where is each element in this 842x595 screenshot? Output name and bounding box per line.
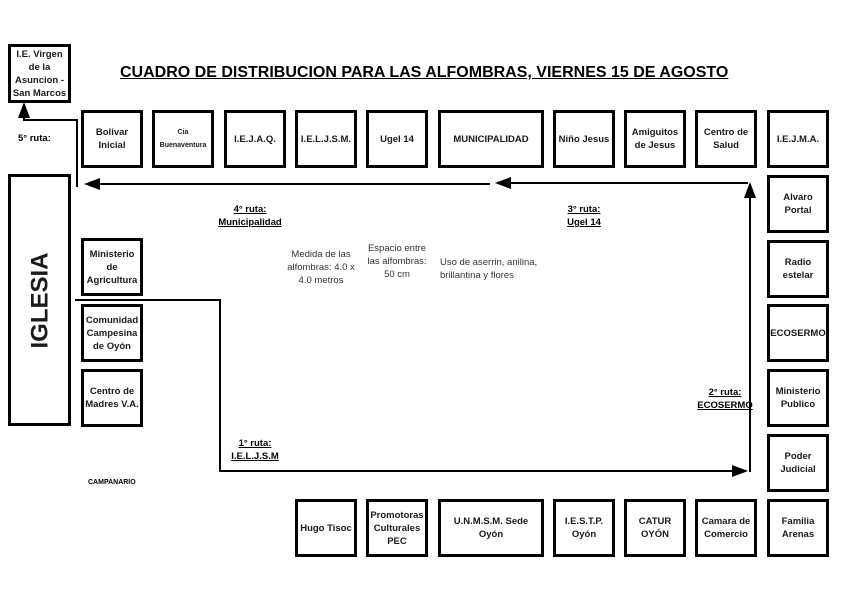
bottom-box: Camara de Comercio [695, 499, 757, 557]
note-uso: Uso de aserrin, anilina, brillantina y f… [440, 257, 538, 281]
route-2-name: ECOSERMO [697, 400, 753, 411]
top-box: Bolivar Inicial [81, 110, 143, 168]
iglesia-box: IGLESIA [8, 174, 71, 426]
left-box: Comunidad Campesina de Oyón [81, 304, 143, 362]
top-box: I.E.L.J.S.M. [295, 110, 357, 168]
box-label: Centro de Madres V.A. [85, 386, 139, 410]
route-1-label: 1° ruta: I.E.L.J.S.M [215, 437, 295, 463]
box-label: Alvaro Portal [783, 192, 813, 216]
iglesia-label: IGLESIA [26, 251, 54, 349]
box-label: Hugo Tisoc [300, 522, 352, 534]
route-1-line [75, 299, 748, 477]
note-medida: Medida de las alfombras: 4.0 x 4.0 metro… [287, 249, 355, 286]
note-espacio: Espacio entre las alfombras: 50 cm [367, 243, 427, 280]
box-label: Ministerio Publico [775, 386, 821, 410]
box-label: Amiguitos de Jesus [631, 127, 679, 151]
corner-box-label: I.E. Virgen de la Asuncion - San Marcos [12, 48, 67, 99]
route-5-label: 5° ruta: [18, 133, 51, 144]
right-box: Alvaro Portal [767, 175, 829, 233]
box-label: Cia Buenaventura [159, 129, 207, 149]
top-box: Ugel 14 [366, 110, 428, 168]
route-4-name: Municipalidad [218, 217, 282, 228]
right-box: Ministerio Publico [767, 369, 829, 427]
left-box: Centro de Madres V.A. [81, 369, 143, 427]
bottom-box: Promotoras Culturales PEC [366, 499, 428, 557]
box-label: Niño Jesus [558, 133, 610, 145]
campanario-label: CAMPANARIO [88, 479, 136, 486]
box-label: Comunidad Campesina de Oyón [85, 314, 139, 352]
box-label: CATUR OYÓN [638, 516, 672, 540]
bottom-box: CATUR OYÓN [624, 499, 686, 557]
bottom-box: I.E.S.T.P. Oyón [553, 499, 615, 557]
page-title: CUADRO DE DISTRIBUCION PARA LAS ALFOMBRA… [120, 64, 729, 81]
top-box: Amiguitos de Jesus [624, 110, 686, 168]
top-box: MUNICIPALIDAD [438, 110, 544, 168]
bottom-box: Familia Arenas [767, 499, 829, 557]
box-label: Camara de Comercio [701, 516, 751, 540]
route-2-number: 2° ruta: [708, 387, 742, 398]
top-box: I.E.J.M.A. [767, 110, 829, 168]
box-label: I.E.J.A.Q. [234, 133, 276, 145]
box-label: Promotoras Culturales PEC [370, 509, 424, 547]
box-label: U.N.M.S.M. Sede Oyón [453, 516, 529, 540]
box-label: I.E.L.J.S.M. [300, 133, 352, 145]
top-box: Niño Jesus [553, 110, 615, 168]
route-3-label: 3° ruta: Ugel 14 [534, 203, 634, 229]
route-1-number: 1° ruta: [238, 438, 272, 449]
box-label: Radio estelar [782, 257, 814, 281]
route-2-label: 2° ruta: ECOSERMO [690, 386, 760, 412]
route-3-name: Ugel 14 [567, 217, 601, 228]
box-label: MUNICIPALIDAD [453, 133, 529, 145]
left-box: Ministerio de Agricultura [81, 238, 143, 296]
top-box: I.E.J.A.Q. [224, 110, 286, 168]
top-box: Centro de Salud [695, 110, 757, 168]
right-box: Poder Judicial [767, 434, 829, 492]
box-label: Centro de Salud [703, 127, 749, 151]
route-4-number: 4° ruta: [233, 204, 267, 215]
box-label: Poder Judicial [780, 451, 816, 475]
bottom-box: Hugo Tisoc [295, 499, 357, 557]
box-label: I.E.S.T.P. Oyón [564, 516, 604, 540]
bottom-box: U.N.M.S.M. Sede Oyón [438, 499, 544, 557]
box-label: Bolivar Inicial [95, 127, 129, 151]
corner-box: I.E. Virgen de la Asuncion - San Marcos [8, 44, 71, 103]
top-box: Cia Buenaventura [152, 110, 214, 168]
right-box: Radio estelar [767, 240, 829, 298]
box-label: Familia Arenas [781, 516, 815, 540]
route-3-number: 3° ruta: [567, 204, 601, 215]
right-box: ECOSERMO [767, 304, 829, 362]
box-label: Ugel 14 [380, 133, 414, 145]
box-label: I.E.J.M.A. [776, 133, 820, 145]
route-1-name: I.E.L.J.S.M [231, 451, 279, 462]
route-5-line [18, 102, 78, 187]
box-label: Ministerio de Agricultura [86, 248, 138, 286]
route-4-label: 4° ruta: Municipalidad [200, 203, 300, 229]
box-label: ECOSERMO [770, 327, 826, 339]
